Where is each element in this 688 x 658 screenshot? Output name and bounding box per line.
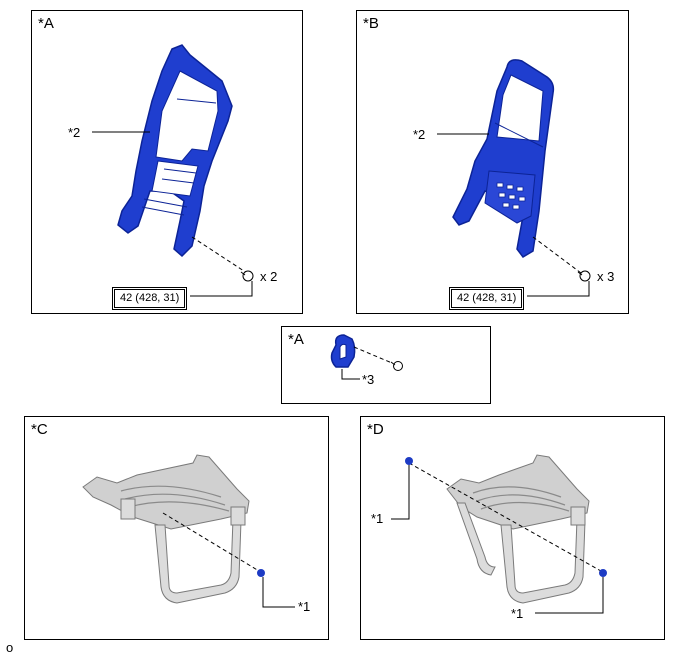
pin-icon (599, 569, 607, 577)
panel-label: *C (31, 421, 48, 438)
quantity-label: x 3 (597, 269, 615, 284)
seatback-frame-icon (437, 59, 591, 297)
panel-label: *D (367, 421, 384, 438)
callout-pin: *1 (298, 599, 311, 614)
panel-label: *B (363, 15, 379, 32)
seatback-frame-icon (92, 44, 254, 297)
panel-b-top: *B *2 x 3 42 (428 (356, 10, 629, 314)
torque-box: 42 (428, 31) (112, 287, 188, 310)
seat-cushion-frame-icon (391, 454, 607, 614)
pin-icon (405, 457, 413, 465)
callout-pin-upper: *1 (371, 511, 384, 526)
bolt-icon (240, 270, 254, 282)
panel-label: *A (288, 331, 304, 348)
panel-d: *D *1 *1 (360, 416, 665, 640)
bolt-icon (390, 361, 403, 371)
figure-code: o (6, 640, 14, 655)
callout-bracket: *3 (362, 372, 375, 387)
bolt-icon (577, 270, 591, 282)
bracket-icon (330, 334, 403, 380)
callout-frame: *2 (68, 125, 81, 140)
panel-a-top: *A *2 x 2 42 (428, 31) (31, 10, 303, 314)
callout-pin-lower: *1 (511, 606, 524, 621)
torque-box: 42 (428, 31) (449, 287, 525, 310)
panel-c: *C *1 (24, 416, 329, 640)
callout-frame: *2 (413, 127, 426, 142)
panel-label: *A (38, 15, 54, 32)
pin-icon (257, 569, 265, 577)
panel-a-middle: *A *3 (281, 326, 491, 404)
seat-cushion-frame-icon (82, 454, 295, 608)
quantity-label: x 2 (260, 269, 278, 284)
